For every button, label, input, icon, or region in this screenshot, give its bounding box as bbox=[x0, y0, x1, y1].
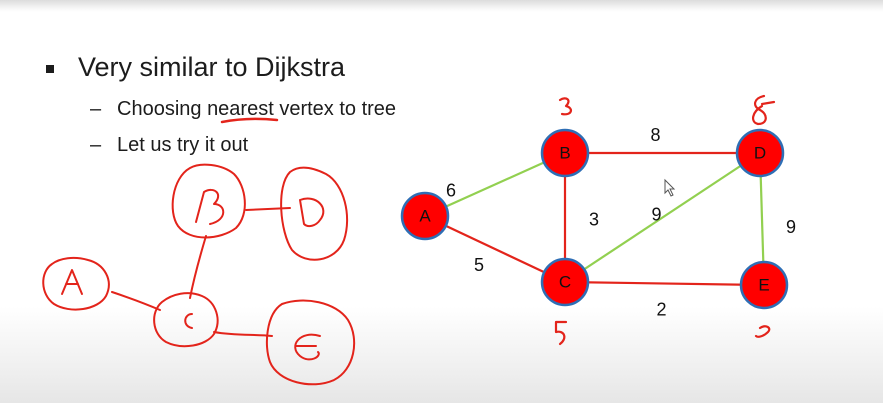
edge-weight-d-e: 9 bbox=[786, 217, 796, 237]
sketch-edge bbox=[111, 291, 161, 311]
highlight-word: nearest bbox=[207, 98, 274, 120]
sketch-letters bbox=[61, 188, 325, 361]
vertex-label-e: E bbox=[758, 276, 769, 295]
edge-weight-c-d: 9 bbox=[651, 205, 661, 225]
bullet-sub-2-text: Let us try it out bbox=[117, 134, 249, 156]
edge-c-d bbox=[564, 152, 761, 283]
vertex-a bbox=[400, 191, 450, 241]
edge-c-e bbox=[564, 280, 765, 287]
vertex-b bbox=[540, 128, 590, 178]
dash-icon: – bbox=[90, 134, 102, 156]
vertex-e bbox=[739, 260, 789, 310]
top-shadow bbox=[0, 0, 883, 12]
handwritten-distance-d bbox=[752, 94, 776, 126]
bullet-sub-1-prefix: Choosing bbox=[117, 98, 208, 120]
vertex-label-b: B bbox=[559, 144, 570, 163]
bullet-sub-1-text: Choosing nearest vertex to tree bbox=[117, 98, 396, 121]
vertex-d bbox=[735, 128, 785, 178]
sketch-letter-d bbox=[299, 197, 325, 228]
edge-weight-b-d: 8 bbox=[650, 125, 660, 145]
sketch-letter-b bbox=[195, 188, 225, 225]
sketch-edge bbox=[245, 207, 291, 211]
vertex-c bbox=[540, 257, 590, 307]
bullet-sub-1-suffix: vertex to tree bbox=[273, 98, 397, 120]
sketch-node-circle bbox=[265, 299, 356, 386]
hand-sketch bbox=[42, 163, 356, 386]
sketch-edge bbox=[189, 235, 207, 299]
handwritten-distance-c bbox=[554, 320, 568, 346]
vertex-layer: A B C D E bbox=[400, 128, 789, 310]
dash-icon: – bbox=[90, 98, 102, 120]
vertex-label-c: C bbox=[559, 273, 571, 292]
vertex-label-d: D bbox=[754, 144, 766, 163]
edge-a-b bbox=[424, 151, 566, 218]
edge-weight-c-e: 2 bbox=[656, 300, 666, 320]
annotation-layer bbox=[554, 94, 776, 346]
weight-layer: 6 5 8 3 9 9 2 bbox=[446, 125, 796, 320]
edge-weight-a-c: 5 bbox=[474, 255, 484, 275]
handwritten-distance-b bbox=[558, 97, 572, 116]
sketch-node-circle bbox=[171, 163, 246, 239]
bullet-main-text: Very similar to Dijkstra bbox=[78, 52, 346, 82]
sketch-letter-e bbox=[294, 333, 321, 361]
sketch-node-circle bbox=[42, 256, 110, 311]
edge-weight-b-c: 3 bbox=[589, 210, 599, 230]
edge-weight-a-b: 6 bbox=[446, 181, 456, 201]
sketch-edge bbox=[213, 331, 273, 337]
underline-mark bbox=[220, 117, 279, 124]
sketch-node-circle bbox=[280, 166, 349, 261]
square-bullet-icon bbox=[46, 65, 54, 73]
sketch-letter-a bbox=[61, 269, 83, 295]
edge-a-c bbox=[424, 215, 566, 283]
handwritten-distance-e bbox=[754, 325, 771, 338]
cursor-icon bbox=[664, 178, 676, 197]
sketch-letter-c bbox=[184, 313, 193, 329]
vertex-label-a: A bbox=[419, 207, 431, 226]
sketch-node-circle bbox=[153, 292, 219, 348]
